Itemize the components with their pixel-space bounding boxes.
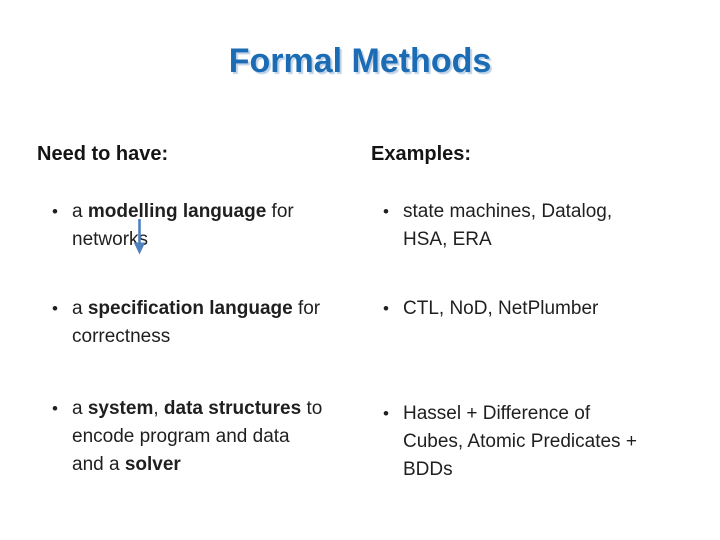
bullet-marker: • [383, 299, 389, 318]
bullet-ctl-nod-netplumber: • CTL, NoD, NetPlumber [383, 295, 708, 323]
right-column-heading: Examples: [371, 143, 472, 165]
bullet-state-machines: • state machines, Datalog,HSA, ERA [383, 198, 708, 254]
slide-title: Formal Methods [228, 42, 492, 80]
bullet-marker: • [52, 299, 58, 318]
bullet-marker: • [383, 202, 389, 221]
left-column-heading: Need to have: [37, 143, 169, 165]
bullet-marker: • [52, 399, 58, 418]
bullet-marker: • [52, 202, 58, 221]
bullet-text: CTL, NoD, NetPlumber [403, 298, 599, 319]
bullet-marker: • [383, 404, 389, 423]
down-arrow-icon [133, 219, 146, 255]
bullet-text: state machines, Datalog,HSA, ERA [403, 201, 613, 250]
